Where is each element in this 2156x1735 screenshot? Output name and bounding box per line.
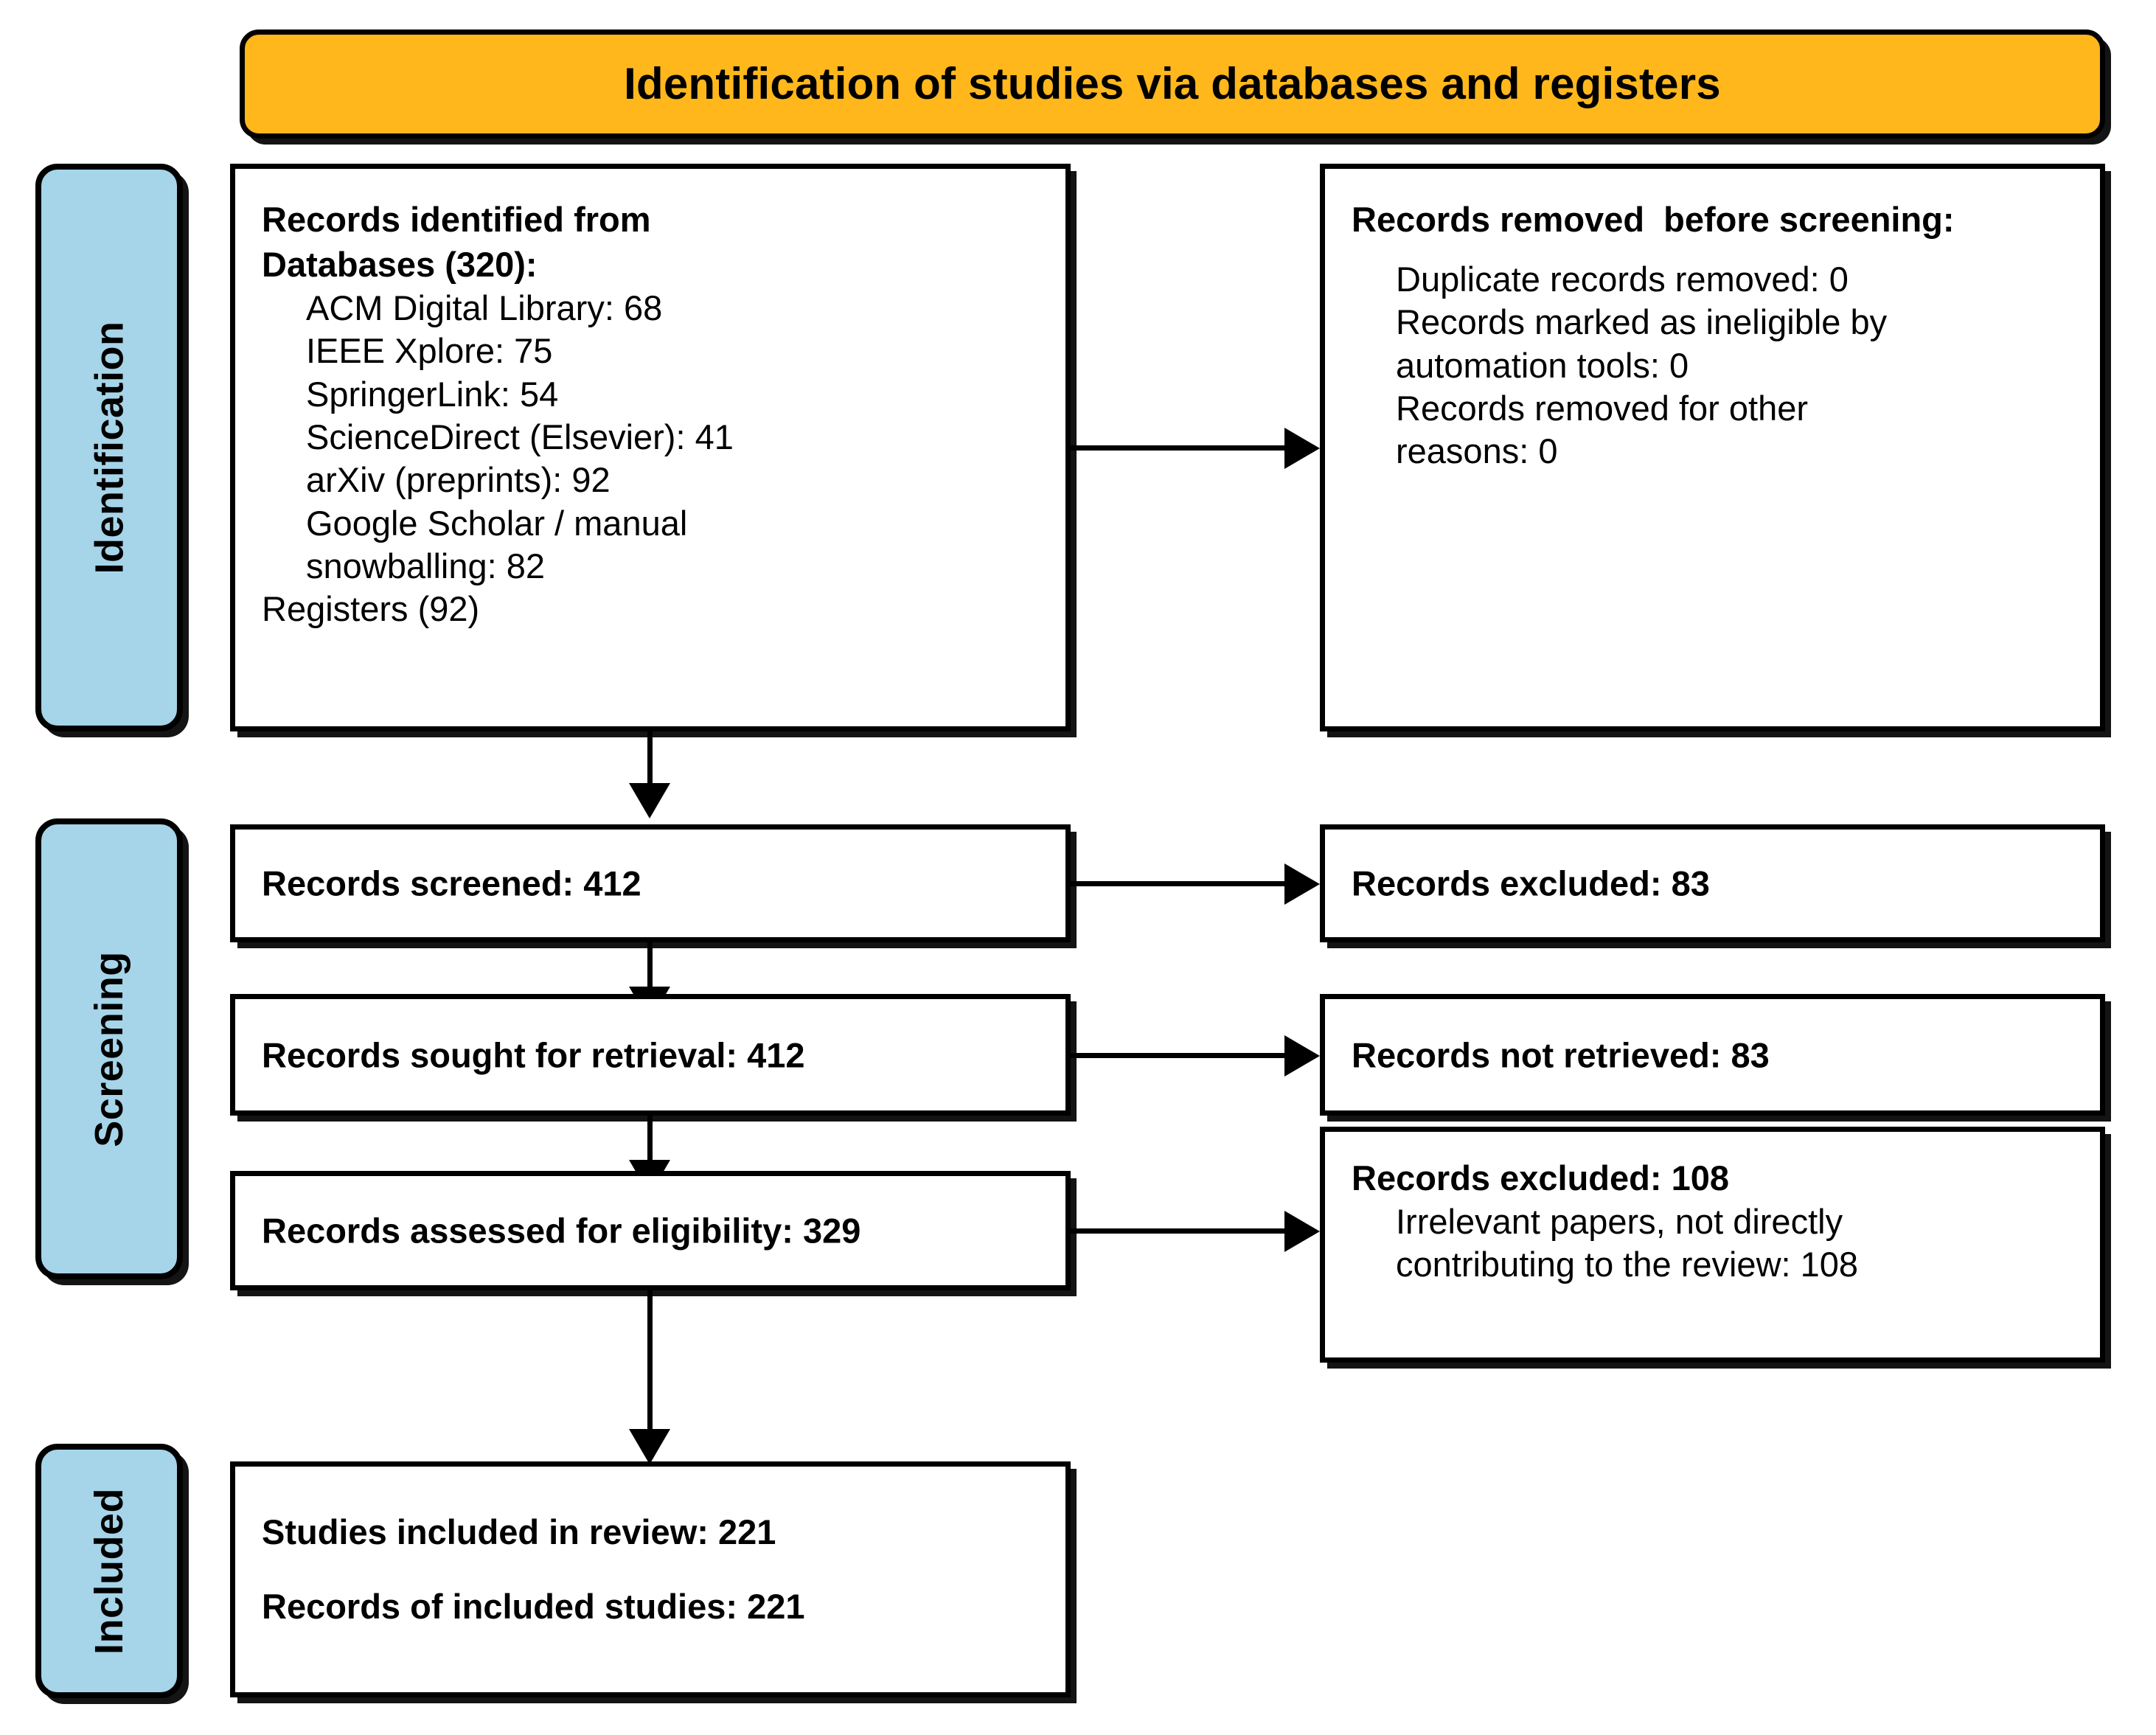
stage-label-screening-text: Screening xyxy=(87,950,131,1147)
registers-line: Registers (92) xyxy=(262,589,480,629)
connector-sought-to-assessed xyxy=(647,1116,653,1169)
box-records-identified-body: Records identified from Databases (320):… xyxy=(235,169,1065,645)
removed-other-line1: Records removed for other xyxy=(1396,388,1809,428)
box-records-excluded-screening-body: Records excluded: 83 xyxy=(1325,860,2100,905)
records-identified-title-line1: Records identified from xyxy=(262,200,651,239)
stage-label-screening: Screening xyxy=(35,818,183,1279)
box-records-removed-before-screening: Records removed before screening: Duplic… xyxy=(1320,164,2105,731)
source-ieee: IEEE Xplore: 75 xyxy=(306,331,553,371)
box-studies-included: Studies included in review: 221 Records … xyxy=(230,1461,1071,1697)
arrowhead-assessed-to-included xyxy=(629,1429,670,1464)
spacer xyxy=(262,1554,1040,1584)
records-removed-title: Records removed before screening: xyxy=(1352,200,1955,239)
records-excluded-screening-title: Records excluded: 83 xyxy=(1352,863,1710,903)
removed-ineligible-line1: Records marked as ineligible by xyxy=(1396,302,1888,342)
box-records-removed-body: Records removed before screening: Duplic… xyxy=(1325,169,2100,487)
arrowhead-screened-to-excluded xyxy=(1284,863,1320,905)
box-records-excluded-eligibility: Records excluded: 108 Irrelevant papers,… xyxy=(1320,1127,2105,1363)
box-records-sought-body: Records sought for retrieval: 412 xyxy=(235,1032,1065,1077)
box-records-screened-body: Records screened: 412 xyxy=(235,860,1065,905)
box-records-not-retrieved: Records not retrieved: 83 xyxy=(1320,994,2105,1116)
removed-other-line2: reasons: 0 xyxy=(1396,431,1558,471)
source-arxiv: arXiv (preprints): 92 xyxy=(306,460,611,500)
removed-duplicates: Duplicate records removed: 0 xyxy=(1396,260,1849,299)
source-google-scholar-line1: Google Scholar / manual xyxy=(306,503,688,543)
source-acm: ACM Digital Library: 68 xyxy=(306,288,663,328)
connector-identified-to-removed xyxy=(1071,445,1284,451)
arrowhead-identified-to-removed xyxy=(1284,428,1320,469)
records-screened-title: Records screened: 412 xyxy=(262,863,641,903)
source-google-scholar-line2: snowballing: 82 xyxy=(306,546,545,585)
stage-label-identification-text: Identification xyxy=(87,321,131,574)
box-records-identified: Records identified from Databases (320):… xyxy=(230,164,1071,731)
studies-included-in-review: Studies included in review: 221 xyxy=(262,1512,776,1551)
box-records-assessed-body: Records assessed for eligibility: 329 xyxy=(235,1208,1065,1253)
source-sciencedirect: ScienceDirect (Elsevier): 41 xyxy=(306,417,734,456)
box-records-assessed-for-eligibility: Records assessed for eligibility: 329 xyxy=(230,1171,1071,1290)
box-records-excluded-eligibility-body: Records excluded: 108 Irrelevant papers,… xyxy=(1325,1132,2100,1301)
records-excluded-eligibility-detail-line2: contributing to the review: 108 xyxy=(1396,1245,1859,1284)
diagram-title: Identification of studies via databases … xyxy=(624,59,1721,108)
connector-sought-to-not-retrieved xyxy=(1071,1053,1284,1058)
connector-screened-to-sought xyxy=(647,942,653,995)
connector-identified-to-screened xyxy=(647,731,653,792)
stage-label-included: Included xyxy=(35,1444,183,1698)
arrowhead-identified-to-screened xyxy=(629,783,670,818)
connector-screened-to-excluded xyxy=(1071,881,1284,886)
source-springerlink: SpringerLink: 54 xyxy=(306,374,559,414)
records-identified-title-line2: Databases (320): xyxy=(262,245,538,285)
box-records-screened: Records screened: 412 xyxy=(230,824,1071,942)
box-records-excluded-screening: Records excluded: 83 xyxy=(1320,824,2105,942)
stage-label-identification: Identification xyxy=(35,164,183,731)
stage-label-included-text: Included xyxy=(87,1487,132,1655)
records-sought-title: Records sought for retrieval: 412 xyxy=(262,1035,805,1074)
records-excluded-eligibility-title: Records excluded: 108 xyxy=(1352,1158,1729,1197)
records-assessed-title: Records assessed for eligibility: 329 xyxy=(262,1211,861,1251)
arrowhead-assessed-to-excluded xyxy=(1284,1211,1320,1252)
removed-ineligible-line2: automation tools: 0 xyxy=(1396,345,1689,385)
box-records-not-retrieved-body: Records not retrieved: 83 xyxy=(1325,1032,2100,1077)
spacer xyxy=(1352,242,2075,258)
records-not-retrieved-title: Records not retrieved: 83 xyxy=(1352,1035,1770,1074)
arrowhead-sought-to-not-retrieved xyxy=(1284,1035,1320,1077)
connector-assessed-to-included xyxy=(647,1290,653,1438)
connector-assessed-to-excluded xyxy=(1071,1228,1284,1234)
box-studies-included-body: Studies included in review: 221 Records … xyxy=(235,1467,1065,1644)
diagram-header-banner: Identification of studies via databases … xyxy=(240,29,2105,139)
records-of-included-studies: Records of included studies: 221 xyxy=(262,1587,805,1627)
box-records-sought-for-retrieval: Records sought for retrieval: 412 xyxy=(230,994,1071,1116)
records-excluded-eligibility-detail-line1: Irrelevant papers, not directly xyxy=(1396,1202,1843,1242)
